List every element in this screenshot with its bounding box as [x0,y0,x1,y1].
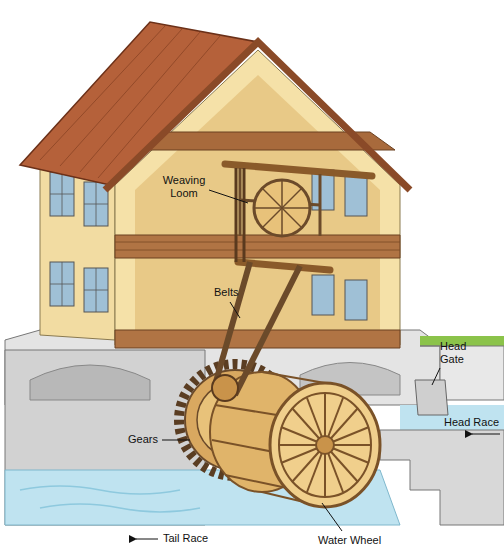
part-label: Head Race [444,416,499,429]
part-label: Tail Race [163,532,208,545]
part-label: Weaving Loom [160,174,208,200]
part-label: Gears [128,433,158,446]
part-label: Belts [214,286,238,299]
part-label: Water Wheel [318,534,381,547]
part-label: Head Gate [440,340,480,366]
